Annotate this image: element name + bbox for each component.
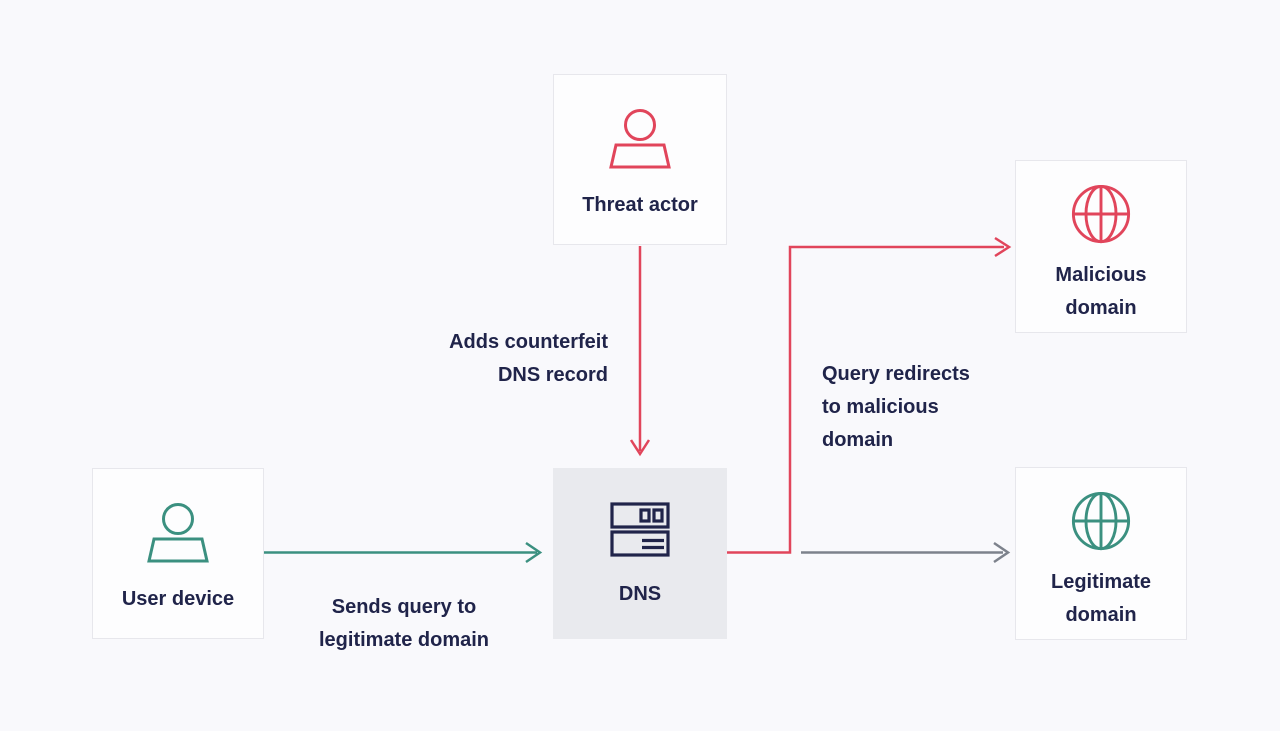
globe-icon	[1070, 183, 1132, 245]
edge-label-line: to malicious	[822, 396, 939, 418]
node-label: User device	[121, 588, 235, 610]
node-label-line: Malicious	[1055, 264, 1147, 286]
node-label-line: Legitimate	[1050, 571, 1152, 593]
node-label: Legitimate domain	[1051, 566, 1151, 632]
node-threat-actor: Threat actor	[553, 74, 727, 245]
node-dns: DNS	[553, 468, 727, 639]
globe-icon	[1070, 490, 1132, 552]
edge-label-line: Adds counterfeit	[449, 331, 608, 353]
node-malicious-domain: Malicious domain	[1015, 160, 1187, 333]
node-label: Threat actor	[582, 194, 698, 216]
person-icon	[146, 502, 210, 564]
arrow-user-to-dns	[264, 541, 543, 564]
node-label-line: domain	[1065, 297, 1137, 319]
node-label: Malicious domain	[1055, 259, 1146, 325]
arrow-dns-to-legitimate	[801, 541, 1011, 564]
edge-label-line: Query redirects	[822, 363, 970, 385]
node-label-line: domain	[1065, 604, 1137, 626]
node-label: DNS	[618, 583, 662, 605]
node-legitimate-domain: Legitimate domain	[1015, 467, 1187, 640]
edge-label-line: legitimate domain	[318, 629, 490, 651]
server-icon	[608, 501, 672, 559]
edge-label-line: domain	[822, 429, 894, 451]
edge-label-sends-query: Sends query to legitimate domain	[284, 591, 524, 657]
edge-label-query-redirects: Query redirects to malicious domain	[822, 358, 1042, 457]
edge-label-line: Sends query to	[331, 596, 477, 618]
arrow-threat-to-dns	[629, 246, 651, 457]
node-user-device: User device	[92, 468, 264, 639]
edge-label-adds-counterfeit: Adds counterfeit DNS record	[368, 326, 608, 392]
person-icon	[608, 108, 672, 170]
edge-label-line: DNS record	[497, 364, 608, 386]
